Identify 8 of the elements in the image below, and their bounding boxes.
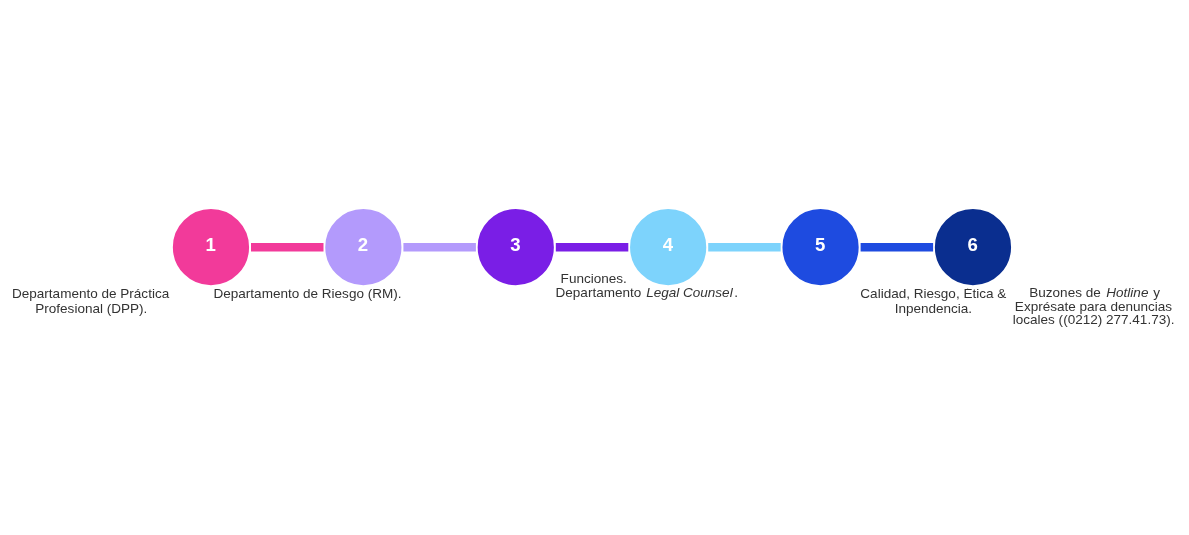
node-label: Buzones de Hotline y Exprésate para denuncias locales ((0212) 277.41.73). — [1012, 284, 1175, 328]
connector — [860, 242, 934, 252]
node-label: Departamento de Práctica Profesional (DPP). — [11, 285, 170, 317]
connector — [708, 242, 781, 252]
node-label: Funciones. — [560, 270, 627, 286]
connector — [555, 242, 629, 252]
connector — [403, 242, 476, 252]
connector — [251, 242, 324, 252]
